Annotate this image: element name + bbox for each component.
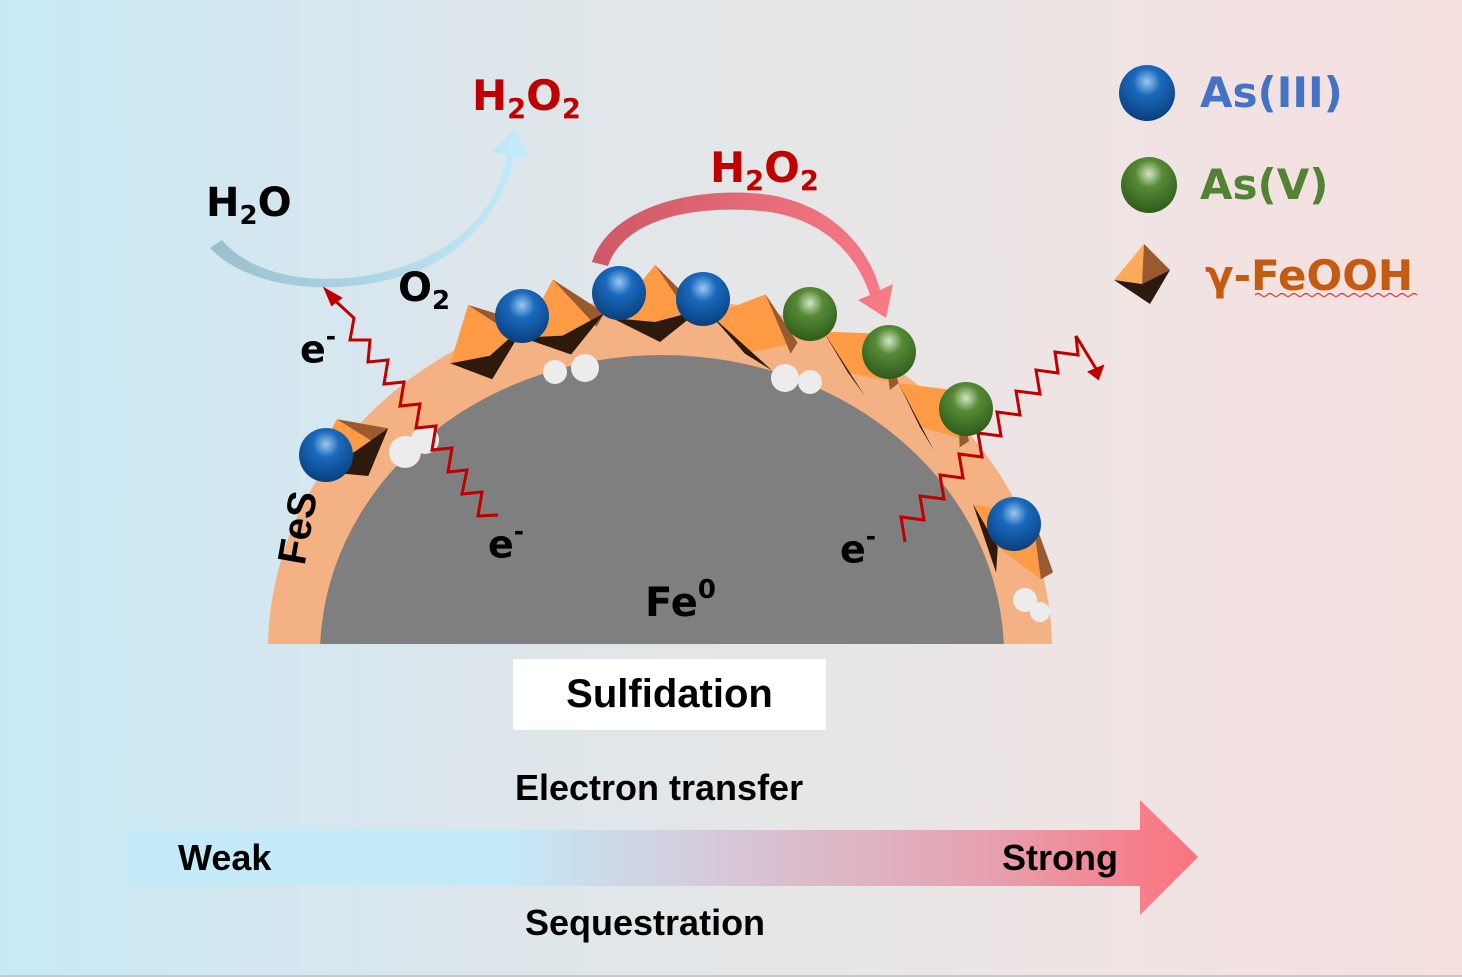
fe0-core-label: Fe0 [645, 575, 716, 627]
electron-transfer-label: Electron transfer [515, 767, 804, 808]
particle [268, 298, 1052, 644]
as-iii-sphere [987, 497, 1041, 551]
h2o2-product-label: H2O2 [472, 71, 581, 126]
as-iii-sphere [299, 428, 353, 482]
water-to-h2o2-arrow [210, 128, 528, 288]
legend-feooh-label: γ-FeOOH [1205, 251, 1414, 300]
legend-feooh-octahedron [1114, 244, 1170, 304]
electron-path-1 [328, 294, 499, 518]
o2-label: O2 [398, 265, 451, 316]
electron-label: e- [840, 522, 877, 572]
surface-h2o2-arrow [592, 192, 893, 318]
electron-label: e- [488, 517, 525, 567]
as-iii-sphere [676, 272, 730, 326]
weak-label: Weak [178, 837, 272, 878]
corrosion-pits [389, 354, 1050, 622]
legend-as-v-sphere [1121, 157, 1177, 213]
as-iii-sphere [495, 289, 549, 343]
as-v-sphere [783, 287, 837, 341]
sulfidation-title: Sulfidation [513, 659, 826, 730]
legend-as-v-label: As(V) [1200, 160, 1329, 209]
as-v-sphere [939, 382, 993, 436]
as-v-sphere [862, 325, 916, 379]
spellcheck-underline [1254, 292, 1418, 298]
sequestration-label: Sequestration [525, 902, 766, 943]
legend-symbols [1114, 65, 1177, 304]
gradient-scale-arrow [128, 800, 1198, 915]
fe0-core [320, 355, 1004, 644]
legend-as-iii-sphere [1119, 65, 1175, 121]
electron-paths [322, 286, 1105, 543]
surface-h2o2-label: H2O2 [710, 143, 819, 198]
legend-as-iii-label: As(III) [1200, 68, 1343, 117]
electron-label: e- [300, 322, 337, 372]
h2o-label: H2O [206, 180, 292, 231]
strong-label: Strong [1002, 837, 1118, 878]
as-iii-sphere [592, 266, 646, 320]
arsenic-spheres [299, 266, 1041, 551]
electron-path-2 [899, 335, 1100, 543]
